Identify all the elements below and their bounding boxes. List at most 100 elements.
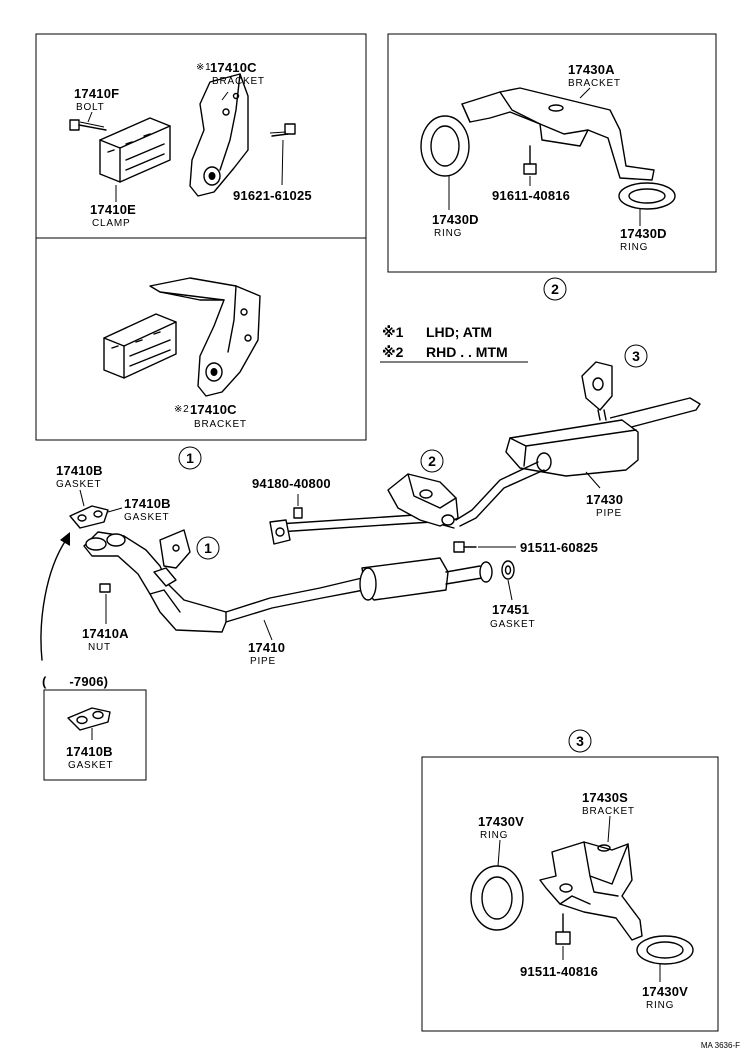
- label-17410b-2-desc: GASKET: [124, 512, 169, 523]
- bracket-17430s-drawing: [539, 841, 643, 941]
- ref-circle-2-panel: [543, 277, 567, 301]
- label-17410b-3-number: 17410B: [66, 744, 113, 759]
- label-17410-number: 17410: [248, 640, 285, 655]
- label-17410f-number: 17410F: [74, 86, 119, 101]
- label-17410c-upper-mark: ※1: [196, 62, 212, 73]
- ref-circle-1-panel: [178, 446, 202, 470]
- nut-94180-drawing: [293, 507, 303, 519]
- center-pipe-drawing: [269, 473, 459, 545]
- arrow-curve: [40, 539, 67, 661]
- tail-pipe-17430-drawing: [455, 397, 701, 527]
- front-pipe-17410-drawing: [225, 541, 515, 623]
- hanger-3-drawing: [581, 361, 613, 421]
- label-17410c-lower-number: 17410C: [190, 402, 237, 417]
- notes: ※1 LHD; ATM ※2 RHD . . MTM: [380, 324, 528, 363]
- leader-17430s: [607, 815, 611, 843]
- bolt-91511-drawing: [453, 541, 465, 553]
- label-17430v-right-number: 17430V: [642, 984, 688, 999]
- leader-17410: [263, 619, 273, 641]
- clamp-17410e-lower-drawing: [103, 313, 177, 379]
- label-17430a-desc: BRACKET: [568, 78, 621, 89]
- gasket-17410b-manifold-drawing: [69, 505, 109, 529]
- label-17451-desc: GASKET: [490, 619, 535, 630]
- bracket-17410c-lower-drawing: [149, 277, 261, 397]
- ref-number-1-panel: 1: [186, 450, 194, 466]
- label-17451-number: 17451: [492, 602, 529, 617]
- label-91511-1-number: 91511-60825: [520, 540, 598, 555]
- gasket-17451-drawing: [501, 560, 515, 580]
- footer-code: MA 3636-F: [701, 1041, 740, 1050]
- bolt-17410f-drawing: [69, 119, 107, 131]
- label-17410c-lower-desc: BRACKET: [194, 419, 247, 430]
- label-17430d-left-number: 17430D: [432, 212, 479, 227]
- label-91511-2-number: 91511-40816: [520, 964, 598, 979]
- bracket-17430a-drawing: [461, 87, 655, 181]
- panel-1-frame: [35, 33, 367, 441]
- arrow-head: [60, 532, 70, 546]
- note-1-text: LHD; ATM: [426, 324, 492, 340]
- label-17410b-3-desc: GASKET: [68, 760, 113, 771]
- label-94180-number: 94180-40800: [252, 476, 331, 491]
- note-1-mark: ※1: [382, 324, 404, 340]
- panel-2: 17430A BRACKET 91611-40816 17430D RING 1…: [387, 33, 717, 301]
- label-17410b-1-desc: GASKET: [56, 479, 101, 490]
- label-17430-number: 17430: [586, 492, 623, 507]
- label-17410c-lower-mark: ※2: [174, 404, 190, 415]
- label-17430-desc: PIPE: [596, 508, 622, 519]
- bolt-91511-panel3-drawing: [555, 913, 571, 945]
- label-17410-desc: PIPE: [250, 656, 276, 667]
- leader-17410b-2: [107, 507, 123, 513]
- clamp-17410e-drawing: [99, 117, 171, 183]
- bolt-91611-panel2-drawing: [523, 145, 537, 175]
- main-assembly: 3 2: [40, 344, 701, 667]
- panel-3: 3 17430S BRACKET 17430V RING 91511-40816…: [421, 729, 719, 1032]
- label-17430v-right-desc: RING: [646, 1000, 674, 1011]
- note-2-text: RHD . . MTM: [426, 344, 508, 360]
- label-17430v-left-desc: RING: [480, 830, 508, 841]
- gasket-17410b-range-drawing: [67, 707, 111, 731]
- ref-number-2-assembly: 2: [428, 453, 436, 469]
- leader-17451: [507, 579, 513, 601]
- ref-number-3-assembly: 3: [632, 348, 640, 364]
- leader-91621: [281, 139, 284, 186]
- ref-number-2-panel: 2: [551, 281, 559, 297]
- ref-circle-3-panel: [568, 729, 592, 753]
- label-17430d-right-number: 17430D: [620, 226, 667, 241]
- label-17430a-number: 17430A: [568, 62, 615, 77]
- leader-17430: [585, 471, 601, 489]
- label-17430d-left-desc: RING: [434, 228, 462, 239]
- ref-circle-2-assembly: [420, 449, 444, 473]
- note-2-mark: ※2: [382, 344, 404, 360]
- leader-17410c-upper: [221, 91, 229, 101]
- label-17430s-desc: BRACKET: [582, 806, 635, 817]
- label-17430d-right-desc: RING: [620, 242, 648, 253]
- ref-number-1-assembly: 1: [204, 540, 212, 556]
- label-17410e-desc: CLAMP: [92, 218, 130, 229]
- label-17410c-upper-desc: BRACKET: [212, 76, 265, 87]
- label-17410b-1-number: 17410B: [56, 463, 103, 478]
- panel-3-frame: [421, 756, 719, 1032]
- label-17430s-number: 17430S: [582, 790, 628, 805]
- manifold-elbow-drawing: [83, 529, 227, 633]
- leader-17430v-left: [497, 839, 501, 867]
- range-box: ( -7906) 17410B GASKET: [42, 674, 147, 781]
- bolt-91621-drawing: [269, 123, 296, 137]
- bracket-17410c-upper-drawing: [189, 73, 249, 197]
- leader-17410b-1: [79, 489, 85, 507]
- label-17410a-number: 17410A: [82, 626, 129, 641]
- label-17410b-2-number: 17410B: [124, 496, 171, 511]
- leader-17430a: [579, 87, 591, 99]
- label-91611-panel2-number: 91611-40816: [492, 188, 570, 203]
- range-box-frame: [43, 689, 147, 781]
- ref-circle-3-assembly: [624, 344, 648, 368]
- label-17410c-upper-number: 17410C: [210, 60, 257, 75]
- panel-2-frame: [387, 33, 717, 273]
- label-17410f-desc: BOLT: [76, 102, 105, 113]
- label-17410a-desc: NUT: [88, 642, 111, 653]
- nut-17410a-drawing: [99, 583, 111, 593]
- label-91621-number: 91621-61025: [233, 188, 312, 203]
- label-17430v-left-number: 17430V: [478, 814, 524, 829]
- panel-1: 17410F BOLT ※1 17410C BRACKET 17410E CLA…: [35, 33, 367, 470]
- range-label: ( -7906): [42, 674, 108, 689]
- leader-17410f: [87, 111, 93, 123]
